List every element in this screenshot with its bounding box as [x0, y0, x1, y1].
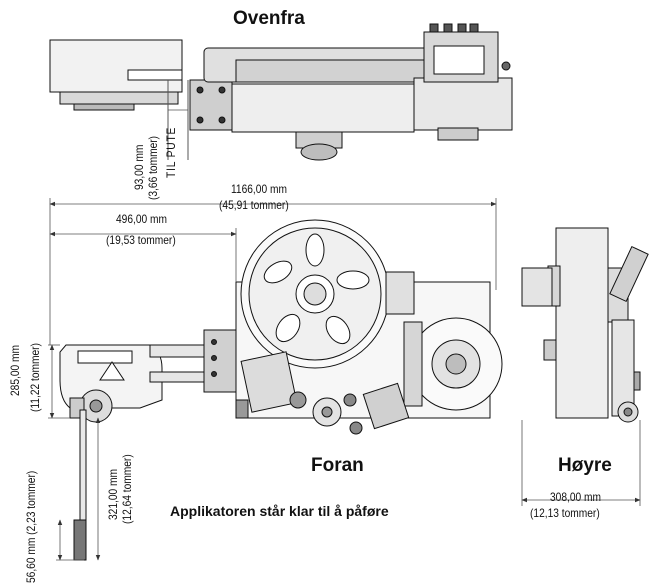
pad-height-dim: 56,60 mm (2,23 tommer) — [24, 470, 38, 583]
front-view — [59, 219, 503, 561]
height-mm: 285,00 mm — [8, 344, 22, 396]
right-width-mm: 308,00 mm — [550, 490, 602, 504]
dimension-lines — [48, 109, 641, 561]
pad-offset-note: TIL PUTE — [164, 126, 178, 178]
overall-width-mm: 1166,00 mm — [231, 182, 287, 196]
right-view — [521, 227, 649, 423]
partial-width-inches: (19,53 tommer) — [106, 233, 176, 247]
caption: Applikatoren står klar til å påføre — [170, 503, 389, 519]
pad-offset-mm: 93,00 mm — [132, 144, 146, 190]
pad-offset-inches: (3,66 tommer) — [146, 135, 160, 200]
overall-width-inches: (45,91 tommer) — [219, 198, 289, 212]
right-view-title: Høyre — [558, 455, 612, 476]
top-view-reel — [413, 77, 513, 131]
top-view — [49, 23, 513, 161]
partial-width-mm: 496,00 mm — [116, 212, 168, 226]
stroke-mm: 321,00 mm — [106, 468, 120, 520]
right-view-body — [555, 227, 609, 419]
height-inches: (11,22 tommer) — [28, 343, 42, 412]
top-view-main-body — [231, 83, 415, 133]
top-view-arm-block — [49, 39, 183, 93]
applicator-arm — [149, 344, 207, 358]
rewinder-box — [362, 382, 410, 430]
print-mechanism — [240, 351, 298, 413]
front-view-title: Foran — [311, 455, 364, 476]
top-view-mount-plate — [189, 79, 233, 131]
top-view-display — [433, 45, 485, 75]
top-view-title: Ovenfra — [233, 8, 305, 29]
pad-rod — [79, 409, 87, 521]
stroke-inches: (12,64 tommer) — [120, 454, 134, 524]
right-width-inches: (12,13 tommer) — [530, 506, 600, 520]
pad — [73, 519, 87, 561]
